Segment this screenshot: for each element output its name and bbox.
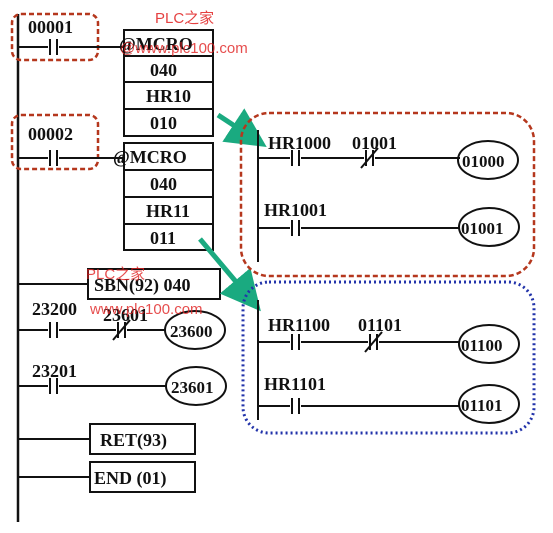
rung1-highlight [10, 12, 100, 62]
watermark-brand-mid: PLC之家 [86, 266, 145, 283]
rung1-operand1: 040 [150, 60, 177, 80]
rung2-highlight [10, 113, 100, 171]
end-box [89, 461, 196, 493]
red-row1-contact-nc-label: 01001 [352, 133, 397, 153]
blue-row2-coil-label: 01101 [461, 396, 503, 415]
rung1-operand3: 010 [150, 113, 177, 133]
rung1-instruction: @MCRO [119, 34, 193, 54]
end-instruction: END (01) [94, 468, 167, 489]
rung1-contact-label: 00001 [28, 17, 73, 37]
rung2-operand3: 011 [150, 228, 176, 248]
blue-row1-contact-nc [364, 331, 383, 353]
arrow-to-blue-block [198, 237, 261, 312]
rung1-operand2: HR10 [146, 86, 191, 106]
mcro-instruction-box-1 [123, 29, 214, 137]
rung2-contact-label: 00002 [28, 124, 73, 144]
mcro-instruction-box-2 [123, 142, 214, 251]
sbn-box [87, 268, 221, 300]
sub1-contact-nc [112, 319, 131, 341]
blue-row1-coil [458, 324, 520, 364]
blue-row2-contact-label: HR1101 [264, 374, 326, 394]
arrow-to-red-block [216, 108, 267, 147]
red-row1-contact-nc [360, 147, 379, 169]
watermark-url-mid: www.plc100.com [89, 301, 203, 318]
sub2-coil-label: 23601 [171, 378, 214, 397]
sub1-contact-nc-label: 23601 [103, 305, 148, 325]
ret-box [89, 423, 196, 455]
red-row1-coil [457, 140, 519, 180]
watermark-brand-top: PLC之家 [155, 10, 214, 27]
red-row2-contact-label: HR1001 [264, 200, 327, 220]
red-row1-contact-no-label: HR1000 [268, 133, 331, 153]
red-row1-coil-label: 01000 [462, 152, 505, 171]
sub2-coil [165, 366, 227, 406]
rung2-operand1: 040 [150, 174, 177, 194]
sub1-contact-no-label: 23200 [32, 299, 77, 319]
rung2-operand2: HR11 [146, 201, 190, 221]
red-row2-coil [458, 207, 520, 247]
rung2-instruction: @MCRO [113, 147, 187, 167]
sub1-coil [164, 310, 226, 350]
sub1-coil-label: 23600 [170, 322, 213, 341]
sub2-contact-label: 23201 [32, 361, 77, 381]
blue-row1-contact-nc-label: 01101 [358, 315, 402, 335]
watermark-url-top: @www.plc100.com [120, 40, 248, 57]
blue-row2-coil [458, 384, 520, 424]
blue-row1-coil-label: 01100 [461, 336, 503, 355]
red-row2-coil-label: 01001 [461, 219, 504, 238]
ret-instruction: RET(93) [100, 430, 167, 451]
blue-row1-contact-no-label: HR1100 [268, 315, 330, 335]
sbn-instruction: SBN(92) 040 [94, 275, 191, 296]
